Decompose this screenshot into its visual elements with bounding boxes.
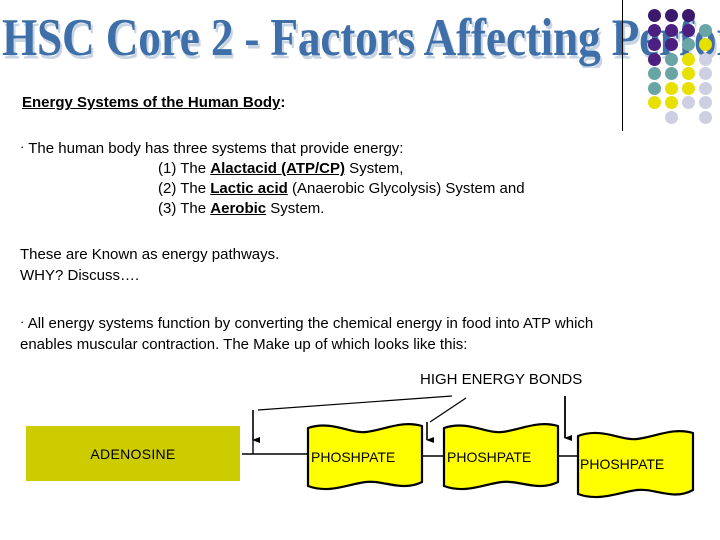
list-lead-text: The human body has three systems that pr… — [28, 140, 404, 157]
atp-structure-diagram: HIGH ENERGY BONDS ADENOSINE — [0, 360, 720, 540]
grid-dot — [699, 110, 712, 124]
grid-dot — [682, 96, 695, 109]
list-item-number: (2) — [158, 180, 177, 197]
grid-dot — [648, 38, 661, 51]
grid-dot — [699, 67, 712, 80]
grid-dot — [699, 52, 712, 66]
phosphate-shape-1 — [306, 423, 424, 491]
grid-dot — [665, 96, 678, 109]
pathways-line-2: WHY? Discuss…. — [20, 267, 140, 284]
phosphate-label-1: PHOSHPATE — [311, 449, 396, 465]
grid-dot — [665, 110, 678, 124]
grid-dot — [699, 96, 712, 109]
grid-dot — [665, 81, 678, 95]
pathways-line-1: These are Known as energy pathways. — [20, 246, 280, 263]
list-item-prefix: The — [180, 160, 211, 177]
list-item-emphasis: Alactacid (ATP/CP) — [210, 160, 346, 177]
section-heading-underlined: Energy Systems of the Human Body — [22, 94, 281, 111]
grid-dot — [682, 52, 695, 66]
leader-line-bond-1 — [257, 395, 453, 411]
page-title: HSC Core 2 - Factors Affecting Performan… — [2, 8, 720, 67]
grid-dot — [665, 23, 678, 37]
grid-dot — [665, 67, 678, 80]
grid-dot — [648, 96, 661, 109]
grid-dot — [699, 81, 712, 95]
energy-systems-list: · The human body has three systems that … — [20, 137, 525, 219]
grid-dot — [665, 38, 678, 51]
diagram-connector-lines — [242, 395, 578, 457]
leader-line-bond-2 — [429, 397, 467, 423]
atp-line-1: All energy systems function by convertin… — [27, 315, 594, 332]
list-item-emphasis: Aerobic — [210, 200, 267, 217]
list-item-prefix: The — [180, 200, 211, 217]
adenosine-label: ADENOSINE — [90, 445, 176, 462]
phosphate-shape-3 — [576, 430, 695, 499]
energy-pathways-note: These are Known as energy pathways. WHY?… — [20, 244, 279, 286]
phosphate-label-2: PHOSHPATE — [447, 449, 532, 465]
atp-line-2: enables muscular contraction. The Make u… — [20, 336, 468, 353]
grid-dot — [699, 38, 712, 51]
phosphate-label-3: PHOSHPATE — [580, 456, 665, 472]
list-item-number: (3) — [158, 200, 177, 217]
grid-dot — [699, 23, 712, 37]
grid-dot — [682, 67, 695, 80]
section-heading-colon: : — [280, 94, 286, 111]
list-item-suffix: System, — [345, 160, 404, 177]
section-heading: Energy Systems of the Human Body: — [22, 93, 285, 112]
high-energy-bonds-label: HIGH ENERGY BONDS — [420, 371, 583, 388]
phosphate-shape-2 — [442, 423, 560, 491]
grid-dot — [648, 23, 661, 37]
vertical-divider — [622, 0, 623, 131]
adenosine-box: ADENOSINE — [26, 426, 240, 481]
grid-dot — [682, 81, 695, 95]
bullet-icon: · — [20, 314, 25, 329]
grid-dot — [648, 52, 661, 66]
list-item-prefix: The — [180, 180, 211, 197]
list-item-suffix: (Anaerobic Glycolysis) System and — [287, 180, 525, 197]
dot-grid-decoration — [648, 9, 720, 127]
title-wordart: HSC Core 2 - Factors Affecting Performan… — [0, 6, 720, 68]
atp-conversion-note: · All energy systems function by convert… — [20, 311, 593, 355]
grid-dot — [648, 9, 661, 22]
grid-dot — [648, 67, 661, 80]
grid-dot — [665, 9, 678, 22]
grid-dot — [682, 38, 695, 51]
list-item-suffix: System. — [266, 200, 325, 217]
list-item-emphasis: Lactic acid — [210, 180, 288, 197]
grid-dot — [682, 23, 695, 37]
bullet-icon: · — [20, 139, 25, 154]
list-item-number: (1) — [158, 160, 177, 177]
grid-dot — [665, 52, 678, 66]
grid-dot — [682, 9, 695, 22]
grid-dot — [648, 81, 661, 95]
